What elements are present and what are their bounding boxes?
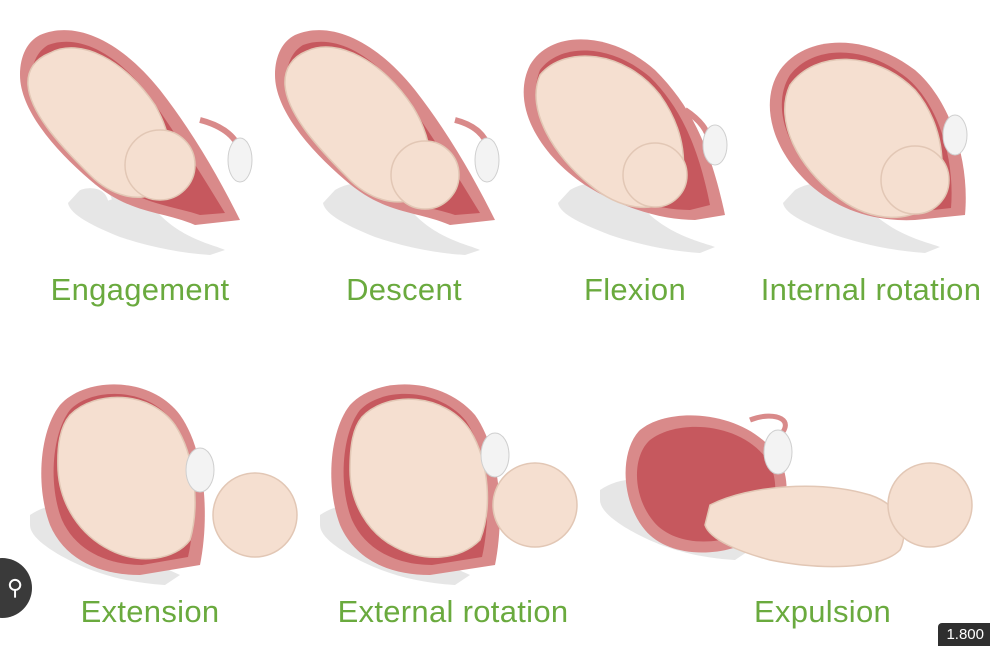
pelvis-bone bbox=[68, 183, 225, 255]
fetus-head bbox=[492, 462, 578, 548]
stage-internal-rotation bbox=[755, 30, 980, 255]
placenta bbox=[185, 447, 215, 493]
pelvis-bone bbox=[323, 183, 480, 255]
placenta bbox=[763, 429, 793, 475]
placenta bbox=[480, 432, 510, 478]
pelvis-bone bbox=[558, 183, 715, 253]
fetus-head bbox=[622, 142, 688, 208]
stage-label: Flexion bbox=[583, 272, 687, 307]
stage-label: External rotation bbox=[337, 594, 569, 629]
placenta bbox=[227, 137, 253, 183]
fetus-head bbox=[212, 472, 298, 558]
flexion-illustration bbox=[523, 39, 728, 253]
expulsion-illustration bbox=[600, 413, 973, 568]
stage-label: Engagement bbox=[50, 272, 230, 307]
stage-label: Descent bbox=[346, 272, 462, 307]
external-rotation-illustration bbox=[320, 384, 578, 585]
size-badge: 1.800 bbox=[938, 623, 990, 646]
stage-external-rotation bbox=[320, 375, 590, 595]
placenta bbox=[702, 124, 728, 166]
pelvis-bone bbox=[783, 183, 940, 253]
stage-extension bbox=[30, 375, 300, 595]
stage-flexion bbox=[510, 25, 740, 255]
fetus-head bbox=[880, 145, 950, 215]
stage-expulsion bbox=[600, 400, 990, 580]
internal-rotation-illustration bbox=[769, 42, 968, 253]
fetus-head bbox=[390, 140, 460, 210]
fetus-body bbox=[349, 398, 489, 558]
stage-label: Expulsion bbox=[753, 594, 892, 629]
engagement-illustration bbox=[20, 30, 253, 255]
extension-illustration bbox=[30, 384, 298, 585]
fetus-head bbox=[887, 462, 973, 548]
placenta bbox=[942, 114, 968, 156]
fetus-head bbox=[124, 129, 196, 201]
stage-label: Internal rotation bbox=[760, 272, 982, 307]
stage-label: Extension bbox=[80, 594, 220, 629]
fetus-body bbox=[704, 485, 905, 568]
stage-engagement bbox=[10, 15, 260, 255]
descent-illustration bbox=[275, 30, 500, 255]
fetus-body bbox=[57, 396, 196, 560]
stage-descent bbox=[265, 15, 515, 255]
placenta bbox=[474, 137, 500, 183]
